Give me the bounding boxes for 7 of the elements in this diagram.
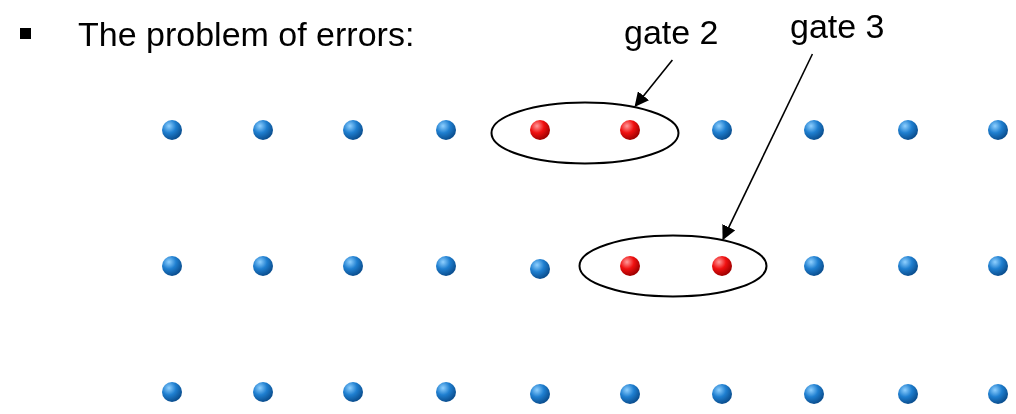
gate-label: gate 3 [790,6,908,46]
leader-arrow [722,53,814,241]
ellipse-outline [490,101,680,165]
gate-label: gate 2 [624,12,742,52]
ellipse-outline [578,234,768,298]
heading-text: The problem of errors: [78,14,415,54]
leader-arrow [634,59,674,107]
